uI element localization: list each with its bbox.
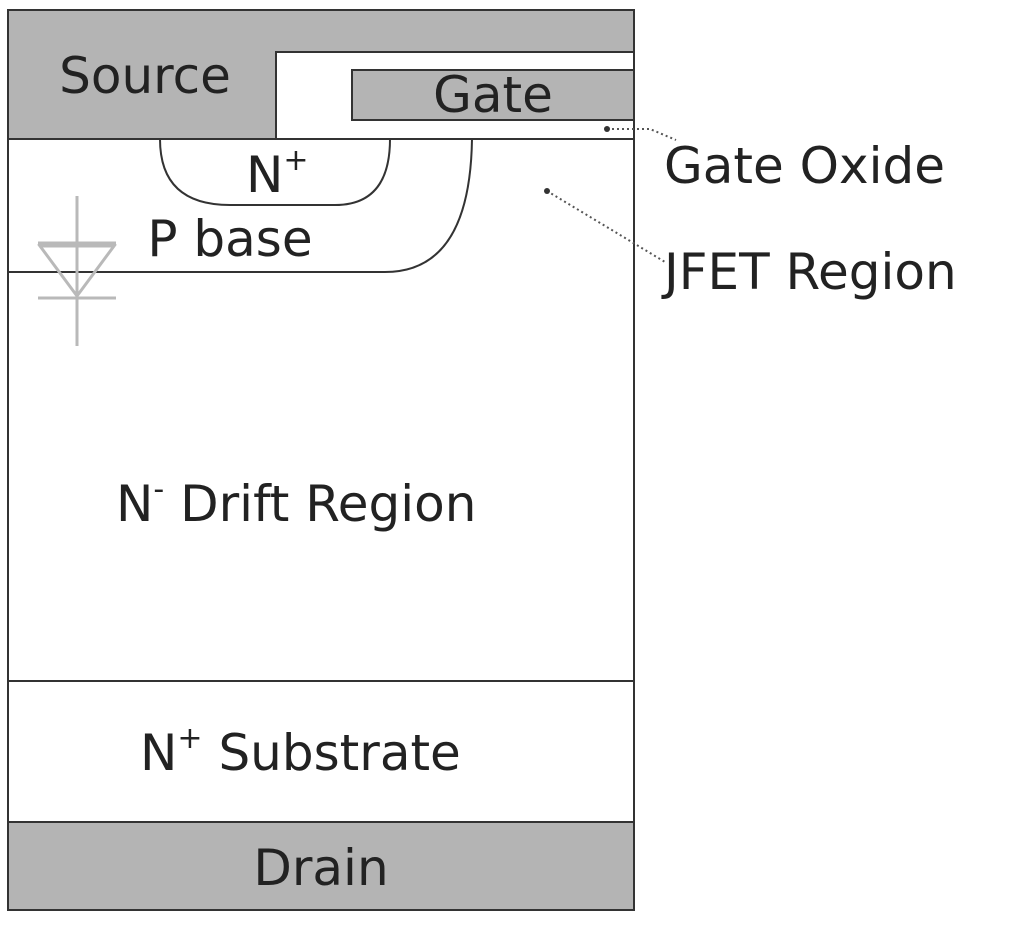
gate-oxide-leader (607, 128, 677, 141)
jfet-region-leader-dot (544, 188, 550, 194)
gate-electrode (351, 69, 635, 121)
gate-oxide-leader-dot (604, 126, 610, 132)
drain-metal (7, 821, 635, 911)
substrate-region (7, 680, 635, 823)
substrate-label: N+ Substrate (140, 721, 461, 782)
drain-label: Drain (253, 839, 388, 897)
drift-region-label: N- Drift Region (116, 472, 476, 533)
p-base-boundary (8, 138, 473, 273)
n-plus-well (159, 138, 391, 206)
gate-label: Gate (433, 66, 553, 124)
body-diode-icon (37, 196, 117, 346)
jfet-region-label: JFET Region (661, 243, 957, 301)
drift-region (7, 138, 635, 682)
gate-oxide-label: Gate Oxide (664, 137, 945, 195)
p-base-label: P base (147, 210, 312, 268)
n-plus-label: N+ (246, 143, 309, 204)
source-label: Source (59, 47, 231, 105)
